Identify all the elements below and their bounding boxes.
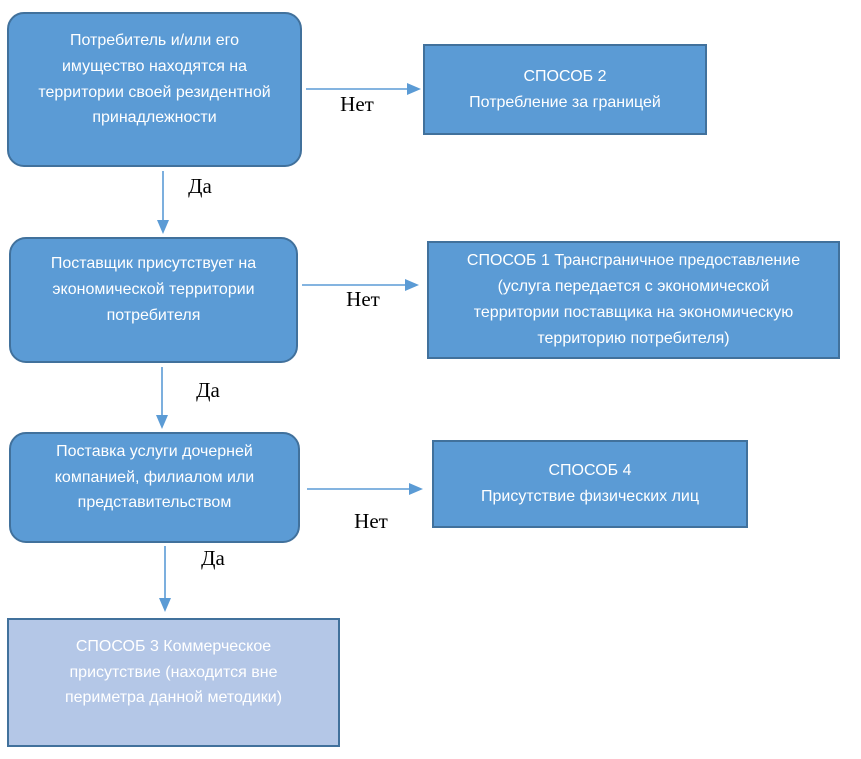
decision-text: Поставка услуги дочерней компанией, фили… (54, 442, 255, 512)
outcome-box-mode-3: СПОСОБ 3 Коммерческое присутствие (наход… (7, 618, 340, 747)
decision-box-supplier-presence: Поставщик присутствует на экономической … (9, 237, 298, 363)
decision-box-consumer-territory: Потребитель и/или его имущество находятс… (7, 12, 302, 167)
edge-label-yes-2: Да (196, 378, 220, 402)
arrow-no-3 (307, 483, 423, 495)
edge-label-no-1: Нет (340, 92, 374, 116)
arrow-yes-3 (159, 546, 171, 612)
arrow-yes-1 (157, 171, 169, 234)
edge-label-yes-1: Да (188, 174, 212, 198)
outcome-text: СПОСОБ 2 Потребление за границей (469, 67, 661, 111)
edge-label-no-3: Нет (354, 509, 388, 533)
decision-text: Поставщик присутствует на экономической … (50, 255, 257, 324)
edge-label-yes-3: Да (201, 546, 225, 570)
decision-box-subsidiary-delivery: Поставка услуги дочерней компанией, фили… (9, 432, 300, 543)
decision-text: Потребитель и/или его имущество находятс… (38, 31, 271, 127)
outcome-box-mode-4: СПОСОБ 4 Присутствие физических лиц (432, 440, 748, 528)
arrow-yes-2 (156, 367, 168, 429)
outcome-box-mode-2: СПОСОБ 2 Потребление за границей (423, 44, 707, 135)
edge-label-no-2: Нет (346, 287, 380, 311)
outcome-text: СПОСОБ 3 Коммерческое присутствие (наход… (64, 637, 283, 707)
outcome-text: СПОСОБ 4 Присутствие физических лиц (480, 462, 700, 505)
outcome-text: СПОСОБ 1 Трансграничное предоставление (… (466, 252, 801, 347)
outcome-box-mode-1: СПОСОБ 1 Трансграничное предоставление (… (427, 241, 840, 359)
